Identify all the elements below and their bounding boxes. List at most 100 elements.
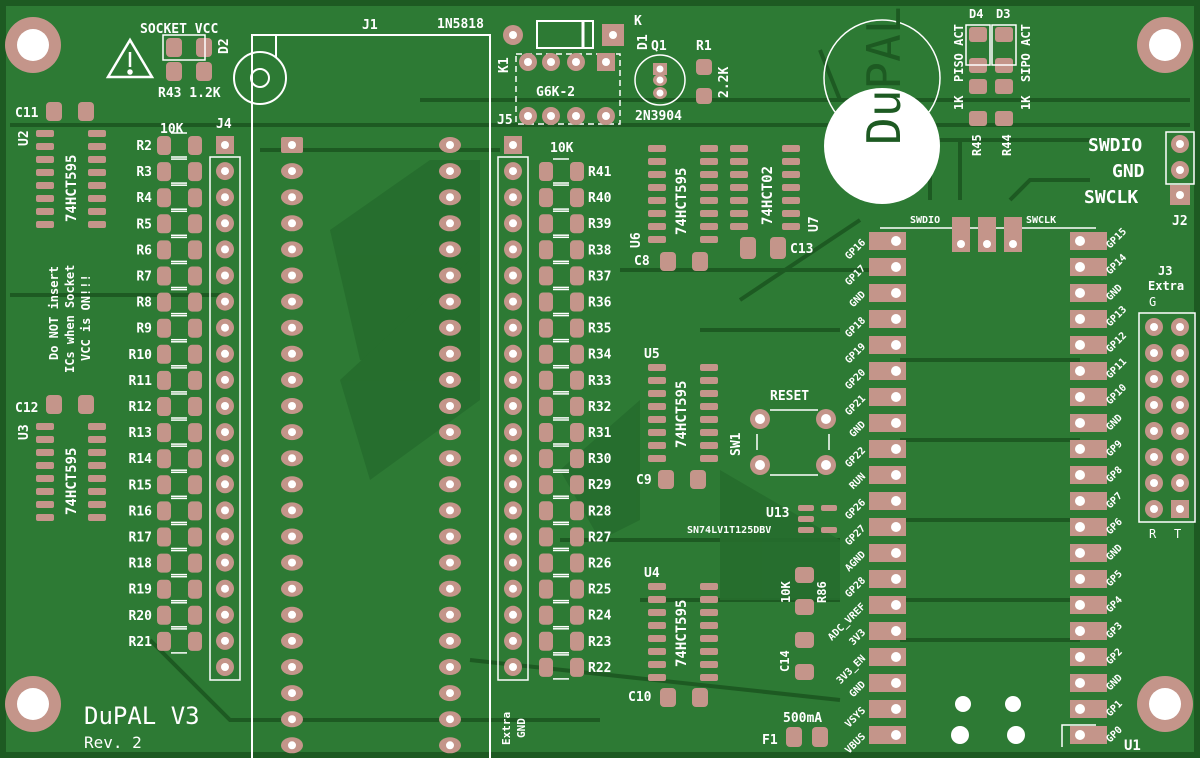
resistor-label: R17 bbox=[129, 531, 152, 546]
resistor-left bbox=[157, 602, 202, 628]
u1-pad-right bbox=[1070, 492, 1107, 510]
j1-pin bbox=[439, 737, 461, 754]
header-pin bbox=[504, 449, 522, 468]
d3-label: D3 bbox=[996, 7, 1010, 21]
d2-pads bbox=[166, 38, 212, 81]
resistor-label: R2 bbox=[136, 139, 152, 154]
header-pins bbox=[216, 136, 522, 676]
extra-gnd-line-1: Extra bbox=[500, 712, 513, 745]
u1-pad-right bbox=[1070, 544, 1107, 562]
header-pin bbox=[504, 292, 522, 311]
diode-part-label: 1N5818 bbox=[437, 17, 484, 32]
u5-part-label: 74HCT595 bbox=[674, 381, 690, 448]
resistor-label: R26 bbox=[588, 557, 612, 572]
resistor-label: R5 bbox=[136, 217, 152, 232]
ic-footprints bbox=[36, 130, 800, 681]
j3-pin bbox=[1171, 370, 1189, 388]
u1-pad-left bbox=[869, 674, 906, 692]
dupal-logo bbox=[823, 19, 941, 204]
resistor-label: R33 bbox=[588, 374, 611, 389]
u7-label: U7 bbox=[807, 216, 822, 232]
j1-pin bbox=[439, 189, 461, 206]
u2-label: U2 bbox=[17, 130, 32, 146]
warning-icon bbox=[105, 37, 155, 79]
resistor-label: R8 bbox=[136, 296, 152, 311]
j1-pin bbox=[281, 398, 303, 414]
header-pin bbox=[216, 501, 234, 520]
usb-holes bbox=[951, 696, 1025, 744]
j1-pins bbox=[281, 137, 461, 754]
resistor-right bbox=[539, 628, 584, 654]
resistor-right bbox=[539, 288, 584, 315]
k1-part-label: G6K-2 bbox=[536, 85, 575, 100]
resistor-label: R30 bbox=[588, 452, 612, 467]
resistor-label: R40 bbox=[588, 191, 612, 206]
u4-label: U4 bbox=[644, 566, 660, 581]
resistor-right bbox=[539, 523, 584, 550]
header-pin bbox=[216, 658, 234, 676]
resistor-left bbox=[157, 497, 202, 524]
resistor-label: R37 bbox=[588, 269, 611, 284]
q1-transistor bbox=[634, 54, 686, 106]
resistor-left bbox=[157, 158, 202, 184]
j1-pin bbox=[439, 528, 461, 545]
u4-part-label: 74HCT595 bbox=[674, 600, 690, 667]
j1-label: J1 bbox=[362, 18, 378, 33]
u1-pad-left bbox=[869, 570, 906, 588]
d1-diode bbox=[503, 20, 624, 49]
j1-pin bbox=[281, 659, 303, 675]
header-pin bbox=[216, 162, 234, 181]
d4-label: D4 bbox=[969, 7, 983, 21]
soic-ic bbox=[730, 145, 800, 230]
resistor-right bbox=[539, 210, 584, 236]
sipo-act-label: SIPO ACT bbox=[1019, 24, 1033, 82]
resistor-label: R25 bbox=[588, 583, 611, 598]
header-pin bbox=[504, 553, 522, 572]
header-pin bbox=[504, 631, 522, 650]
resistor-label: R34 bbox=[588, 348, 612, 363]
j2-swdio-label: SWDIO bbox=[1088, 135, 1142, 156]
u1-pad-left bbox=[869, 388, 906, 406]
c13-label: C13 bbox=[790, 242, 813, 257]
u1-pad-left bbox=[869, 492, 906, 510]
soic-ic bbox=[648, 583, 718, 681]
header-pin bbox=[504, 318, 522, 337]
header-pin bbox=[504, 240, 522, 259]
resistor-label: R6 bbox=[136, 243, 152, 258]
k1-label: K1 bbox=[497, 57, 512, 73]
u1-pad-right bbox=[1070, 258, 1107, 276]
resistor-label: R24 bbox=[588, 609, 612, 624]
u1-pad-right bbox=[1070, 388, 1107, 406]
j1-pin bbox=[439, 267, 461, 284]
capacitor-pads bbox=[46, 59, 828, 747]
j1-pin bbox=[281, 580, 303, 597]
header-pin bbox=[216, 292, 234, 311]
u1-pad-left bbox=[869, 310, 906, 328]
u13-part-label: SN74LV1T125DBV bbox=[687, 525, 771, 536]
header-pin bbox=[504, 605, 522, 624]
board-title: DuPAL V3 bbox=[84, 702, 200, 730]
resistor-label: R7 bbox=[136, 270, 152, 285]
u1-pin1-mark bbox=[1061, 724, 1096, 747]
resistor-label: R22 bbox=[588, 661, 611, 676]
f1-value: 500mA bbox=[783, 711, 822, 726]
j3-pin bbox=[1171, 396, 1189, 414]
resistor-left bbox=[157, 575, 202, 602]
j1-pin bbox=[281, 711, 303, 728]
u1-pad-right bbox=[1070, 310, 1107, 328]
j2-header bbox=[1165, 131, 1195, 205]
resistor-left bbox=[157, 445, 202, 471]
resistor-left bbox=[157, 367, 202, 393]
resistor-left bbox=[157, 210, 202, 237]
resistor-label: R12 bbox=[129, 400, 152, 415]
j3-pin bbox=[1145, 344, 1163, 362]
d1-k-label: K bbox=[634, 14, 642, 29]
header-pin bbox=[504, 501, 522, 520]
j3-pin bbox=[1145, 318, 1163, 336]
j3-r-label: R bbox=[1149, 527, 1157, 541]
r45-value: 1K bbox=[952, 95, 966, 110]
j1-pin bbox=[281, 528, 303, 545]
r44-label: R44 bbox=[1000, 134, 1014, 156]
sw1-reset-button[interactable] bbox=[750, 409, 836, 476]
j1-pin bbox=[281, 685, 303, 702]
